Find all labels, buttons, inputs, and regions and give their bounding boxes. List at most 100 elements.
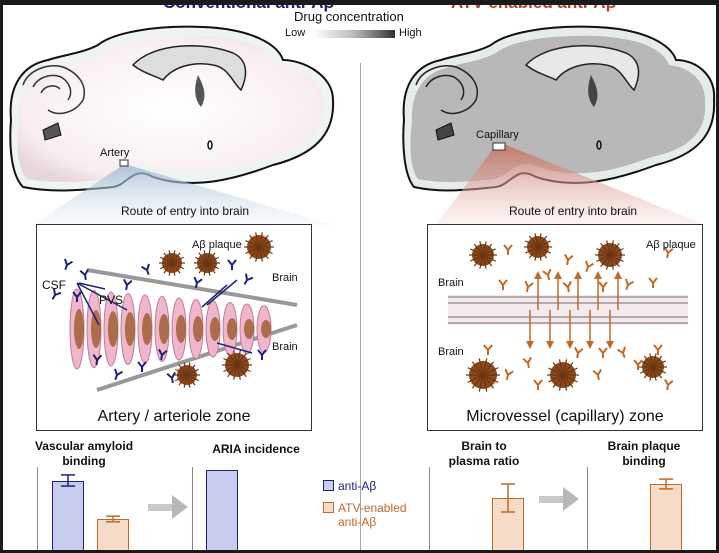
left-panel-title: Conventional anti-Aβ xyxy=(163,5,334,13)
legend-high-label: High xyxy=(399,27,422,39)
antibody-icon xyxy=(592,368,602,381)
brain-bottom-label-right: Brain xyxy=(438,346,464,358)
capillary-vessel xyxy=(448,295,688,325)
plaque-icon xyxy=(595,240,625,270)
antibody-icon xyxy=(123,278,133,291)
artery-zone-panel: Aβ plaque CSF PVS Brain Brain Artery / a… xyxy=(36,224,312,431)
amyloid-deposit xyxy=(74,309,84,349)
antibody-icon xyxy=(574,346,584,359)
antibody-icon xyxy=(193,276,203,289)
amyloid-deposit xyxy=(261,320,271,338)
arrow-icon xyxy=(539,487,579,511)
brain-bottom-label-left: Brain xyxy=(272,341,298,353)
antibody-icon xyxy=(564,253,574,266)
csf-label: CSF xyxy=(42,278,66,292)
artery-diagram xyxy=(51,232,298,392)
amyloid-deposit xyxy=(227,318,237,340)
antibody-icon xyxy=(653,344,663,355)
bar xyxy=(97,519,129,550)
antibody-icon xyxy=(664,246,674,259)
chart-title-aria: ARIA incidence xyxy=(212,442,300,456)
brain-top-label-right: Brain xyxy=(438,277,464,289)
capillary-zone-panel: Aβ plaque Brain Brain Microvessel (capil… xyxy=(427,224,703,431)
artery-label: Artery xyxy=(100,147,130,159)
amyloid-deposit xyxy=(244,319,254,339)
right-panel-title: ATV-enabled anti-Aβ xyxy=(451,5,616,13)
capillary-diagram xyxy=(448,233,688,392)
antibody-icon xyxy=(524,280,534,293)
antibody-icon xyxy=(625,278,634,291)
axis-brain-plasma xyxy=(429,467,430,550)
center-divider xyxy=(360,63,361,550)
transport-arrows xyxy=(526,271,622,349)
antibody-icon xyxy=(483,344,493,355)
plaque-icon xyxy=(547,359,579,391)
plaque-icon xyxy=(469,241,497,269)
antibody-icon xyxy=(92,354,103,366)
plaque-icon xyxy=(639,353,667,381)
antibody-icon xyxy=(158,348,168,361)
legend-swatch-anti-ab xyxy=(323,480,334,491)
amyloid-deposit xyxy=(108,311,118,347)
antibody-icon xyxy=(141,263,150,276)
left-brain-illustration xyxy=(9,25,335,225)
hippocampus-icon xyxy=(131,45,247,92)
antibody-icon xyxy=(114,368,123,381)
cerebellum-icon xyxy=(22,65,85,115)
axis-vascular xyxy=(37,467,38,550)
plaque-label-left: Aβ plaque xyxy=(192,239,242,251)
antibody-icon xyxy=(503,244,513,255)
bar xyxy=(492,498,524,550)
antibody-icon xyxy=(542,268,552,281)
bar xyxy=(206,470,238,550)
plaque-label-right: Aβ plaque xyxy=(646,239,696,251)
route-label-right: Route of entry into brain xyxy=(509,204,638,218)
capillary-zone-title: Microvessel (capillary) zone xyxy=(466,408,664,425)
arrow-icon xyxy=(148,495,188,519)
plaque-icon xyxy=(194,250,220,276)
bar xyxy=(52,480,84,550)
antibody-icon xyxy=(137,361,147,372)
chart-title-plaque-binding: Brain plaque binding xyxy=(607,439,681,468)
left-entry-cone xyxy=(33,165,333,225)
legend-swatch-atv xyxy=(323,502,334,513)
plaque-icon xyxy=(174,362,200,388)
antibody-icon xyxy=(257,349,267,360)
pvs-label: PVS xyxy=(99,293,124,307)
chart-title-vascular: Vascular amyloid binding xyxy=(34,439,134,468)
plaque-group xyxy=(159,232,274,388)
plaque-icon xyxy=(524,233,552,261)
antibody-icon xyxy=(64,258,73,271)
plaque-icon xyxy=(159,250,185,276)
antibody-icon xyxy=(533,379,543,390)
plaque-icon xyxy=(222,350,252,380)
capillary-label: Capillary xyxy=(476,129,519,141)
plaque-icon xyxy=(466,358,500,392)
brain-top-label-left: Brain xyxy=(272,272,298,284)
concentration-gradient-bar xyxy=(313,30,395,38)
axis-aria xyxy=(192,467,193,550)
artery-rings xyxy=(69,288,272,370)
antibody-icon xyxy=(243,273,254,285)
legend-label-anti-ab: anti-Aβ xyxy=(338,479,377,493)
chart-title-brain-plasma: Brain to plasma ratio xyxy=(448,439,520,468)
amyloid-deposit xyxy=(159,314,169,344)
antibody-icon xyxy=(79,268,89,281)
antibody-icon xyxy=(498,279,508,290)
antibody-icon xyxy=(598,347,608,358)
plaque-icon xyxy=(244,232,274,262)
plaque-group-right xyxy=(466,233,667,392)
amyloid-deposit xyxy=(91,310,101,348)
antibody-icon xyxy=(585,260,594,273)
antibody-icon xyxy=(633,359,643,370)
flow-arrows xyxy=(76,279,253,354)
antibody-icon xyxy=(664,378,674,391)
cerebellum-icon-right xyxy=(415,65,478,115)
legend-item-atv: ATV-enabled anti-Aβ xyxy=(323,501,407,529)
right-entry-cone xyxy=(436,145,706,225)
antibody-icon xyxy=(504,368,514,381)
antibody-group-right xyxy=(483,244,674,391)
antibody-group xyxy=(51,258,267,384)
legend-low-label: Low xyxy=(285,27,306,39)
amyloid-deposit xyxy=(176,315,186,343)
